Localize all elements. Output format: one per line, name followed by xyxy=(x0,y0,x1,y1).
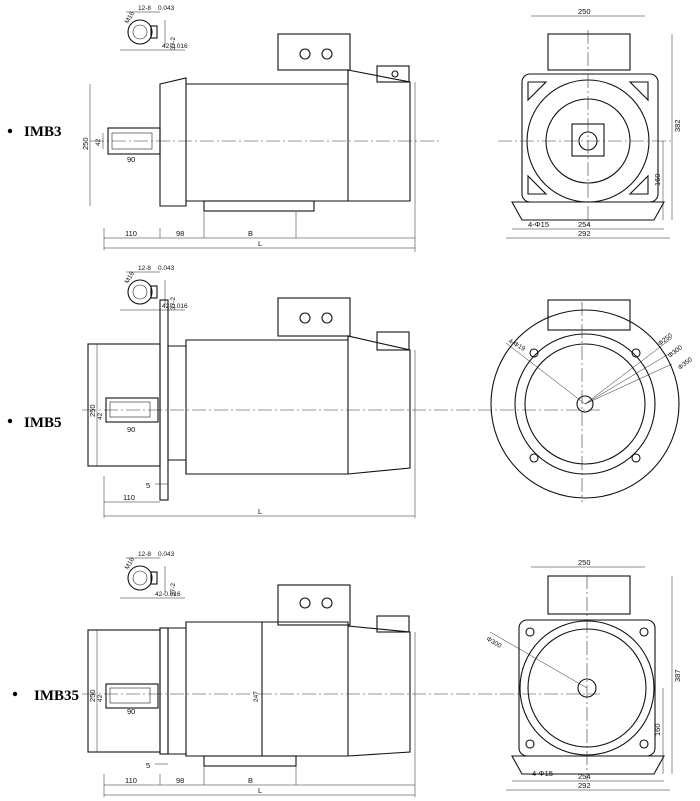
dim-shaft-height: 160 xyxy=(653,173,662,186)
base xyxy=(511,201,665,221)
spigot xyxy=(87,629,161,753)
bullet-dot xyxy=(7,418,13,424)
foot xyxy=(203,200,315,212)
end-view: 250 382 160 254 292 4-Φ15 xyxy=(498,7,682,239)
terminal-box xyxy=(277,584,351,626)
spigot xyxy=(87,343,161,467)
dim-flange-thk: 5 xyxy=(146,481,150,490)
key-detail: 12-8 0.043 37-2 42-0.016 M16 xyxy=(120,5,188,51)
dim-end-height: 382 xyxy=(673,119,682,132)
key-shaft-dia: 42-0.016 xyxy=(162,303,188,310)
terminal-box xyxy=(277,297,351,337)
dim-flange-thk: 5 xyxy=(146,761,150,770)
key-depth: 37-2 xyxy=(170,297,177,310)
flange xyxy=(159,299,169,501)
view-title: IMB35 xyxy=(34,688,79,704)
end-view: 4-Φ19 Φ250 Φ300 Φ350 xyxy=(490,299,694,502)
dim-holes: 4-Φ15 xyxy=(528,220,549,229)
key-detail: 12-8 0.043 37-2 42-0.016 M16 xyxy=(120,265,188,311)
view-imb5: IMB5 12-8 0.043 37-2 42-0.016 M16 xyxy=(7,265,694,518)
dim-flange-height: 250 xyxy=(81,137,90,150)
base xyxy=(511,755,665,775)
side-view: 250 42 90 247 5 110 98 B L xyxy=(82,584,600,797)
dim-shaft-dia: 42 xyxy=(97,694,104,702)
terminal-box xyxy=(547,299,631,331)
dim-shaft-len: 90 xyxy=(127,425,135,434)
dim-foot-offset: 98 xyxy=(176,776,184,785)
dim-end-width: 250 xyxy=(578,7,591,16)
dim-flange-height: 250 xyxy=(88,404,97,417)
dim-base-width: 254 xyxy=(578,772,591,781)
view-imb35: IMB35 12-8 0.043 37-2 42-0.016 M16 xyxy=(12,551,682,797)
dim-length: L xyxy=(258,507,262,516)
key-width: 12-8 xyxy=(138,551,151,558)
dim-length: L xyxy=(258,239,262,248)
key-width: 12-8 xyxy=(138,265,151,272)
key-detail: 12-8 0.043 37-2 42-0.016 M16 xyxy=(120,551,185,599)
key-chamfer: M16 xyxy=(124,10,137,25)
flange xyxy=(159,627,169,755)
key-tol: 0.043 xyxy=(158,551,175,558)
dim-shaft-ext: 110 xyxy=(125,776,137,785)
dim-foot-span: B xyxy=(248,776,253,785)
dim-pcd2: Φ300 xyxy=(667,344,684,360)
dim-pcd3: Φ350 xyxy=(677,356,694,372)
lifting-eye xyxy=(376,65,410,83)
key-width: 12-8 xyxy=(138,5,151,12)
key-shaft-dia: 42-0.016 xyxy=(155,591,181,598)
dim-base-width: 254 xyxy=(578,220,591,229)
bullet-dot xyxy=(7,128,13,134)
dim-total-width: 292 xyxy=(578,781,591,790)
dim-shaft-len: 90 xyxy=(127,155,135,164)
terminal-box xyxy=(277,33,351,71)
shaft xyxy=(105,683,159,709)
terminal-box xyxy=(547,575,631,615)
dim-shaft-dia: 42 xyxy=(97,412,104,420)
dim-pcd1: Φ250 xyxy=(657,332,674,348)
dim-flange-height: 250 xyxy=(88,689,97,702)
key-tol: 0.043 xyxy=(158,5,175,12)
dim-holes: 4-Φ15 xyxy=(532,769,553,778)
dim-shaft-height: 160 xyxy=(653,723,662,736)
flange-outline xyxy=(490,309,680,499)
side-view: 250 42 90 110 98 B L xyxy=(81,33,440,252)
dim-shaft-len: 90 xyxy=(127,707,135,716)
dim-shaft-ext: 110 xyxy=(125,229,137,238)
dim-foot-offset: 98 xyxy=(176,229,184,238)
terminal-box xyxy=(547,33,631,71)
bullet-dot xyxy=(12,691,18,697)
dim-body-mark: 247 xyxy=(253,691,260,702)
dim-length: L xyxy=(258,786,262,795)
key-shaft-dia: 42-0.016 xyxy=(162,43,188,50)
dim-end-width: 250 xyxy=(578,558,591,567)
view-imb3: IMB3 12-8 0.043 37-2 42-0.016 M16 xyxy=(7,5,682,252)
key-depth: 37-2 xyxy=(170,583,177,596)
view-title: IMB5 xyxy=(24,415,62,431)
lifting-eye xyxy=(376,331,410,351)
end-view: Φ300 250 387 160 254 292 4-Φ15 xyxy=(485,558,682,791)
key-tol: 0.043 xyxy=(158,265,175,272)
view-title: IMB3 xyxy=(24,124,62,140)
lifting-eye xyxy=(376,615,410,633)
dim-foot-span: B xyxy=(248,229,253,238)
dim-shaft-dia: 42 xyxy=(95,138,102,146)
key-depth: 37-2 xyxy=(170,37,177,50)
side-view: 250 42 90 5 110 L xyxy=(82,297,600,518)
dim-shaft-ext: 110 xyxy=(123,493,135,502)
dim-end-height: 387 xyxy=(673,669,682,682)
dim-total-width: 292 xyxy=(578,229,591,238)
key-chamfer: M16 xyxy=(124,556,137,571)
key-chamfer: M16 xyxy=(124,270,137,285)
foot xyxy=(203,755,297,767)
